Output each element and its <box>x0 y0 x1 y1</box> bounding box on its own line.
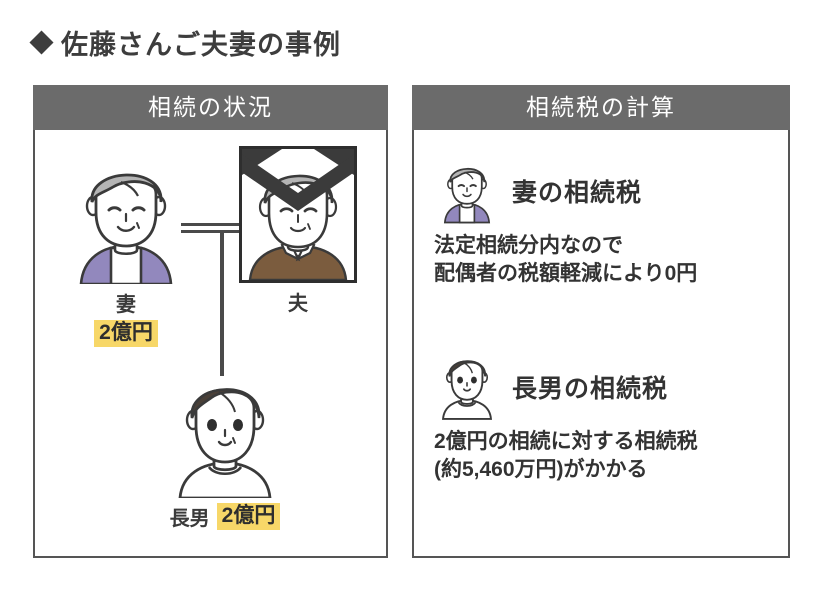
person-wife-label: 妻 <box>116 294 136 316</box>
page-title-text: 佐藤さんご夫妻の事例 <box>61 30 341 60</box>
tax-block-son-title: 長男の相続税 <box>512 375 669 403</box>
tax-block-wife-header: 妻の相続税 <box>434 154 774 228</box>
tax-block-son-text: 2億円の相続に対する相続税 (約5,460万円)がかかる <box>434 428 774 483</box>
elderly-woman-icon <box>59 156 193 284</box>
person-son-label-row: 長男 2億円 <box>135 502 315 531</box>
panel-right-body: 妻の相続税 法定相続分内なので 配偶者の税額軽減により0円 <box>412 130 790 558</box>
tax-block-son-line-2: (約5,460万円)がかかる <box>434 457 648 481</box>
tax-block-wife-line-2: 配偶者の税額軽減により0円 <box>434 261 698 285</box>
person-son: 長男 2億円 <box>135 370 315 531</box>
person-wife: 妻 2億円 <box>59 156 193 348</box>
tax-block-wife-text: 法定相続分内なので 配偶者の税額軽減により0円 <box>434 232 774 287</box>
tax-block-wife-title: 妻の相続税 <box>512 179 643 207</box>
tax-block-son: 長男の相続税 2億円の相続に対する相続税 (約5,460万円)がかかる <box>434 350 774 483</box>
young-man-icon <box>434 353 500 421</box>
person-son-label: 長男 <box>169 508 210 530</box>
young-man-icon <box>135 370 315 498</box>
panel-tax-calculation: 相続税の計算 <box>412 85 790 558</box>
panel-left-body: 妻 2億円 <box>33 130 388 558</box>
tax-block-son-header: 長男の相続税 <box>434 350 774 424</box>
person-wife-amount: 2億円 <box>94 320 158 348</box>
person-husband: 夫 <box>231 146 365 316</box>
person-son-amount: 2億円 <box>216 502 281 531</box>
tax-block-wife: 妻の相続税 法定相続分内なので 配偶者の税額軽減により0円 <box>434 154 774 287</box>
panel-inheritance-situation: 相続の状況 <box>33 85 388 558</box>
tax-block-son-line-1: 2億円の相続に対する相続税 <box>434 430 698 453</box>
page-title: 佐藤さんご夫妻の事例 <box>29 23 341 62</box>
elderly-woman-icon <box>434 157 500 225</box>
descent-line <box>220 230 224 376</box>
panel-left-header: 相続の状況 <box>33 85 388 130</box>
diamond-icon <box>29 30 54 55</box>
panel-right-header: 相続税の計算 <box>412 85 790 130</box>
memorial-photo-icon <box>239 146 357 283</box>
tax-block-wife-line-1: 法定相続分内なので <box>434 234 623 257</box>
person-husband-label: 夫 <box>288 293 308 315</box>
